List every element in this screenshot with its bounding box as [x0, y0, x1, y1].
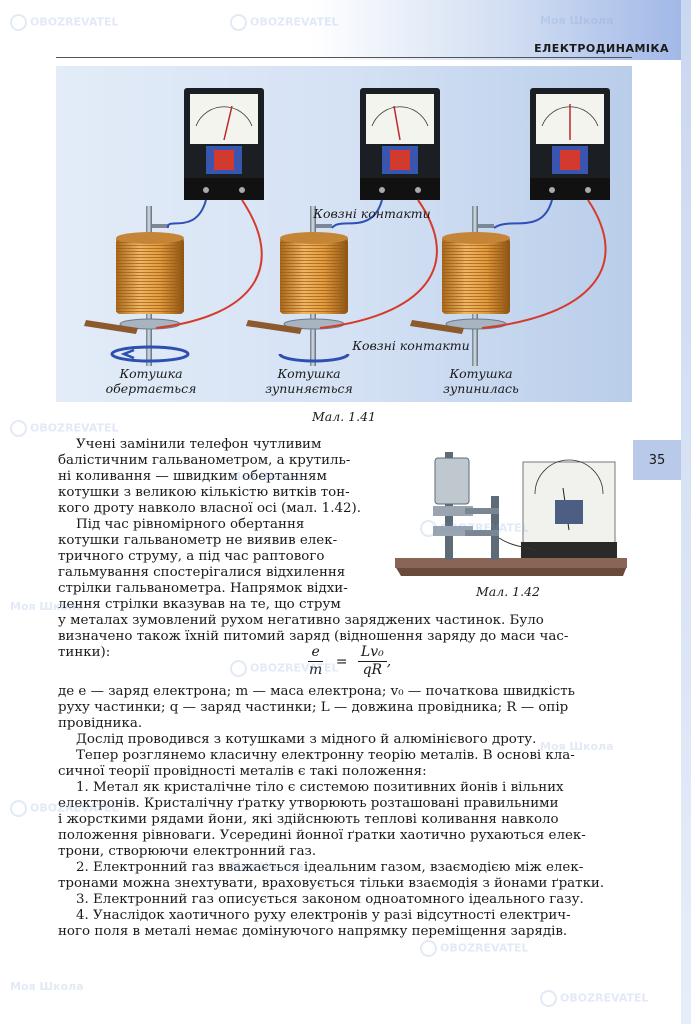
paragraph-2-line-6: лення стрілки вказував на те, що струм	[58, 597, 341, 612]
paragraph-1-line-4: котушки з великою кількістю витків тон-	[58, 485, 350, 500]
setup-right	[410, 88, 610, 366]
paragraph-2-line-5: стрілки гальванометра. Напрямок відхи-	[58, 581, 348, 596]
paragraph-2-line-2: котушки гальванометр не виявив елек-	[58, 533, 338, 548]
watermark: OBOZREVATEL	[230, 14, 339, 31]
paragraph-2-line-1: Під час рівномірного обертання	[76, 517, 305, 532]
paragraph-2-line-8: визначено також їхній питомий заряд (від…	[58, 629, 569, 644]
item-1-line-4: положення рівноваги. Усередині йонної ґр…	[58, 828, 586, 843]
watermark-logo-icon	[230, 14, 247, 31]
setup-middle	[246, 88, 440, 366]
watermark: Моя Школа	[10, 600, 84, 613]
setup-left	[84, 88, 264, 366]
watermark: OBOZREVATEL	[230, 660, 339, 677]
watermark: OBOZREVATEL	[10, 420, 119, 437]
paragraph-1-line-2: балістичним гальванометром, а крутиль-	[58, 453, 351, 468]
paragraph-2-line-3: тричного струму, а під час раптового	[58, 549, 325, 564]
paragraph-2-line-4: гальмування спостерігалися відхилення	[58, 565, 346, 580]
item-1-line-1: 1. Метал як кристалічне тіло є системою …	[76, 780, 564, 795]
paragraph-3-line-1: де e — заряд електрона; m — маса електро…	[58, 684, 575, 699]
item-3: 3. Електронний газ описується законом од…	[76, 892, 584, 907]
paragraph-1-line-5: кого дроту навколо власної осі (мал. 1.4…	[58, 501, 361, 516]
watermark-logo-icon	[420, 520, 437, 537]
watermark: Моя Школа	[230, 470, 304, 483]
paragraph-1-line-1: Учені замінили телефон чутливим	[76, 437, 322, 452]
coil-galvanometer-illustration	[56, 66, 632, 402]
galvanometer-coil-apparatus	[395, 452, 627, 576]
watermark: Моя Школа	[230, 860, 304, 873]
figure-1-42-caption: Мал. 1.42	[476, 584, 540, 599]
header-rule	[56, 57, 632, 58]
watermark: OBOZREVATEL	[540, 990, 649, 1007]
figure-1-41-caption: Мал. 1.41	[312, 409, 376, 424]
watermark-logo-icon	[230, 660, 247, 677]
callout-sliding-contacts-bottom: Ковзні контакти	[352, 338, 470, 353]
page-number: 35	[633, 440, 681, 480]
paragraph-5-line-1: Тепер розглянемо класичну електронну тео…	[76, 748, 575, 763]
item-1-line-5: трони, створюючи електронний газ.	[58, 844, 317, 859]
watermark: OBOZREVATEL	[420, 940, 529, 957]
watermark: OBOZREVATEL	[10, 14, 119, 31]
item-2-line-2: тронами можна знехтувати, враховується т…	[58, 876, 605, 891]
watermark-logo-icon	[420, 940, 437, 957]
watermark-logo-icon	[540, 990, 557, 1007]
watermark: Моя Школа	[540, 740, 614, 753]
paragraph-2-line-9: тинки):	[58, 645, 111, 660]
callout-sliding-contacts-top: Ковзні контакти	[313, 206, 431, 221]
paragraph-4: Дослід проводився з котушками з мідного …	[76, 732, 537, 747]
item-2-line-1: 2. Електронний газ вважається ідеальним …	[76, 860, 584, 875]
figure-1-42	[395, 438, 627, 578]
page-edge-strip	[681, 0, 691, 1024]
item-4-line-2: ного поля в металі немає домінуючого нап…	[58, 924, 568, 939]
header-band	[0, 0, 691, 60]
paragraph-1-line-3: ні коливання — швидким обертанням	[58, 469, 327, 484]
item-1-line-2: електронів. Кристалічну ґратку утворюють…	[58, 796, 559, 811]
section-title: ЕЛЕКТРОДИНАМІКА	[534, 42, 669, 55]
item-4-line-1: 4. Унаслідок хаотичного руху електронів …	[76, 908, 571, 923]
paragraph-3-line-3: провідника.	[58, 716, 143, 731]
watermark-logo-icon	[10, 800, 27, 817]
rotation-arrow-icon	[120, 348, 135, 360]
watermark: OBOZREVATEL	[420, 520, 529, 537]
watermark: Моя Школа	[540, 14, 614, 27]
watermark: Моя Школа	[10, 980, 84, 993]
item-1-line-3: і жорсткими рядами йони, які здійснюють …	[58, 812, 559, 827]
watermark-logo-icon	[10, 420, 27, 437]
watermark: OBOZREVATEL	[10, 800, 119, 817]
watermark-logo-icon	[10, 14, 27, 31]
paragraph-3-line-2: руху частинки; q — заряд частинки; L — д…	[58, 700, 569, 715]
paragraph-2-line-7: у металах зумовлений рухом негативно зар…	[58, 613, 544, 628]
paragraph-5-line-2: сичної теорії провідності металів є такі…	[58, 764, 427, 779]
